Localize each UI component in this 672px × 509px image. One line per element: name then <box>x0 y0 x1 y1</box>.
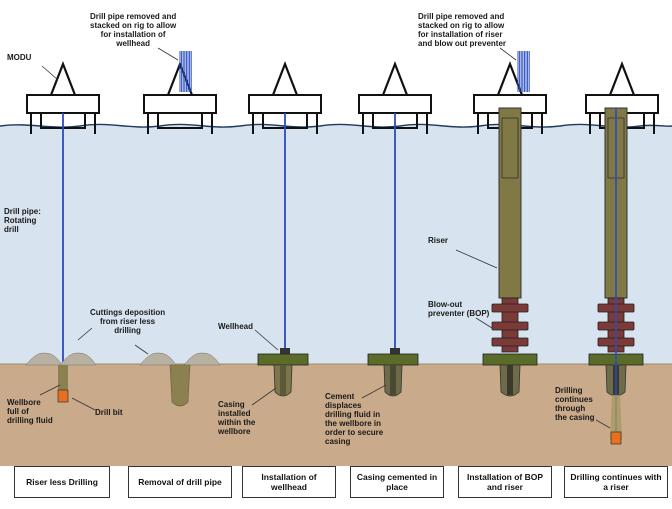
cuttings-mound <box>25 352 63 366</box>
casing-pointer <box>251 387 277 406</box>
seabed <box>0 364 672 466</box>
wellhead <box>482 353 538 366</box>
modu-pointer <box>41 65 59 81</box>
modu-rig-5 <box>473 60 547 134</box>
rig-deck <box>358 94 432 114</box>
bop-ram <box>491 303 529 313</box>
step-installation-of-wellhead: Installation of wellhead <box>242 466 336 498</box>
bop-label: Blow-out preventer (BOP) <box>428 300 490 318</box>
step-casing-cemented: Casing cemented in place <box>350 466 444 498</box>
removed-label-2: Drill pipe removed and stacked on rig to… <box>418 12 507 48</box>
stacked-pipe-1 <box>179 51 192 92</box>
cuttings-mound <box>139 352 177 366</box>
wellhead-label: Wellhead <box>218 322 253 331</box>
cuttings-label: Cuttings deposition from riser less dril… <box>90 308 166 335</box>
modu-rig-6 <box>585 60 659 134</box>
riser-pointer <box>455 249 498 269</box>
riser-stack-1 <box>482 107 538 397</box>
step-installation-of-bop-riser: Installation of BOP and riser <box>458 466 552 498</box>
drill-bit-6 <box>610 431 622 445</box>
derrick <box>49 60 77 96</box>
wellhead-connector <box>390 348 400 355</box>
step-removal-of-drill-pipe: Removal of drill pipe <box>128 466 232 498</box>
drill-bit <box>57 389 69 403</box>
drill-pipe-label: Drill pipe: Rotating drill <box>4 207 41 234</box>
cuttings-mound <box>183 352 221 366</box>
modu-rig-4 <box>358 60 432 134</box>
new-wellbore <box>610 395 622 440</box>
riser-label: Riser <box>428 236 449 245</box>
modu-label: MODU <box>7 53 32 62</box>
casing-inner-3 <box>280 365 286 395</box>
modu-rig-3 <box>248 60 322 134</box>
drilling-continues-pointer <box>595 419 611 429</box>
derrick <box>608 60 636 96</box>
wellbore-2 <box>169 364 191 407</box>
derrick <box>381 60 409 96</box>
bop-ram <box>491 321 529 331</box>
stacked-pipe-2 <box>517 51 530 92</box>
rig-deck <box>143 94 217 114</box>
drilling-continues-label: Drilling continues through the casing <box>555 386 595 422</box>
removed-pointer-2 <box>499 47 517 61</box>
bop-ram <box>491 337 529 347</box>
removed-label-1: Drill pipe removed and stacked on rig to… <box>90 12 177 48</box>
cuttings-pointer <box>77 327 93 341</box>
derrick <box>271 60 299 96</box>
cement-pointer <box>361 384 387 399</box>
riser-joint <box>501 117 519 179</box>
wellbore-label: Wellbore full of drilling fluid <box>7 398 53 425</box>
rig-deck <box>26 94 100 114</box>
sea-surface-line <box>0 123 672 128</box>
bop-pointer <box>475 317 493 329</box>
casing-installed-label: Casing installed within the wellbore <box>218 400 256 436</box>
seabed-bottom <box>0 466 672 504</box>
wellhead-connector <box>280 348 290 355</box>
cuttings-pointer-2 <box>134 344 149 355</box>
wellbore-1 <box>58 365 68 395</box>
drill-bit-pointer <box>71 397 96 411</box>
step-riserless-drilling: Riser less Drilling <box>14 466 110 498</box>
wellbore-pointer <box>39 384 61 396</box>
step-drilling-continues-riser: Drilling continues with a riser <box>564 466 668 498</box>
wellhead-pointer <box>254 329 279 351</box>
removed-pointer-1 <box>157 47 179 61</box>
cuttings-mound <box>59 352 97 366</box>
rig-deck <box>248 94 322 114</box>
wellhead <box>257 353 309 366</box>
rig-legs <box>147 113 213 134</box>
wellhead <box>367 353 419 366</box>
casing-inner-4 <box>390 365 396 395</box>
casing-inner <box>507 365 513 395</box>
drill-bit-label: Drill bit <box>95 408 123 417</box>
cement-label: Cement displaces drilling fluid in the w… <box>325 392 384 446</box>
